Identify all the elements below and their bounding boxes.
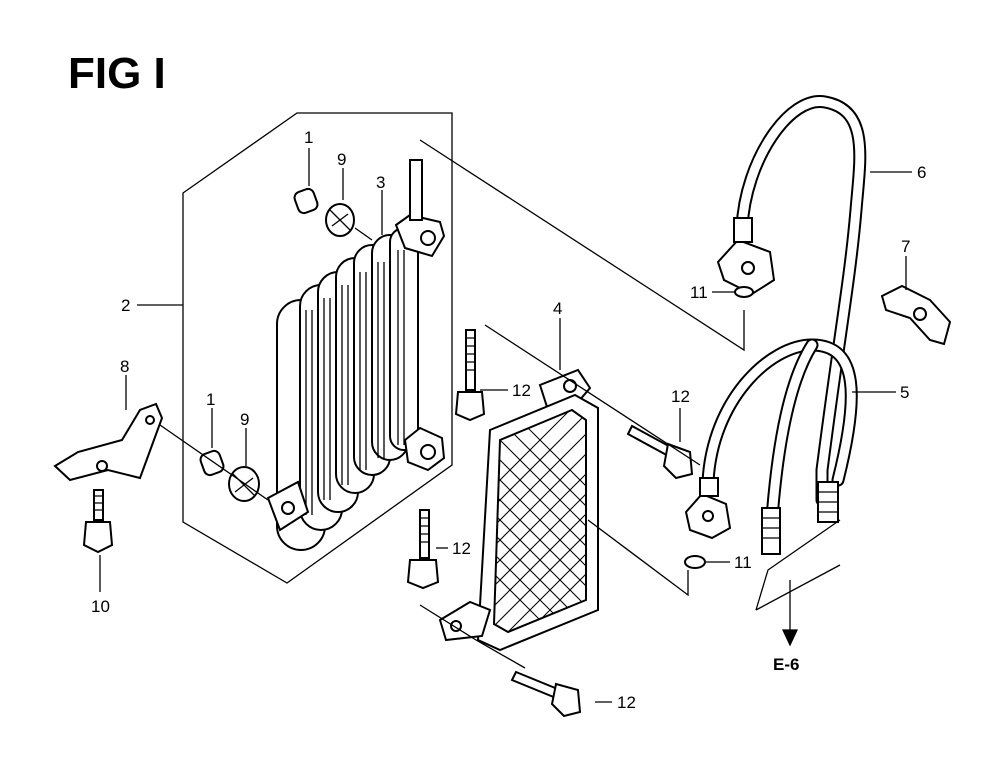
callout-12-right: 12 [671, 387, 690, 406]
oil-hose-upper [716, 95, 867, 507]
callout-4: 4 [553, 299, 562, 318]
bolt-12-bottom [510, 670, 582, 718]
callout-12-bottom: 12 [617, 693, 636, 712]
washer-upper [734, 286, 754, 298]
assembly-bracket-outline [182, 112, 453, 584]
callout-10: 10 [91, 597, 110, 616]
figure-title: FIG I [68, 49, 166, 98]
bolt-12-right [626, 424, 694, 480]
callout-8: 8 [120, 357, 129, 376]
collar-upper [293, 187, 319, 215]
callout-12-upper: 12 [512, 381, 531, 400]
stay-bracket [53, 402, 269, 501]
oil-cooler [266, 159, 446, 551]
callout-1-lower: 1 [206, 390, 215, 409]
callout-6: 6 [917, 163, 926, 182]
callout-9-upper: 9 [337, 150, 346, 169]
callout-1-upper: 1 [304, 128, 313, 147]
washer-lower [684, 555, 706, 569]
callout-9-lower: 9 [240, 410, 249, 429]
callout-3: 3 [376, 173, 385, 192]
callout-11-lower: 11 [734, 553, 752, 572]
callout-2: 2 [121, 296, 130, 315]
grommet-upper [325, 203, 373, 241]
bolt-12-upper [454, 329, 486, 422]
bolt-10 [82, 489, 114, 554]
bolt-12-lower-left [406, 509, 440, 590]
collar-lower [199, 449, 225, 477]
radiator-guard [438, 368, 599, 652]
cross-reference-label: E-6 [773, 655, 799, 674]
callout-7: 7 [901, 237, 910, 256]
leader-lines [99, 139, 912, 703]
callout-12-lower: 12 [452, 539, 471, 558]
callout-11-upper: 11 [690, 283, 708, 302]
oil-hose-lower [684, 338, 858, 555]
callout-5: 5 [900, 383, 909, 402]
hose-clamp [880, 284, 952, 346]
